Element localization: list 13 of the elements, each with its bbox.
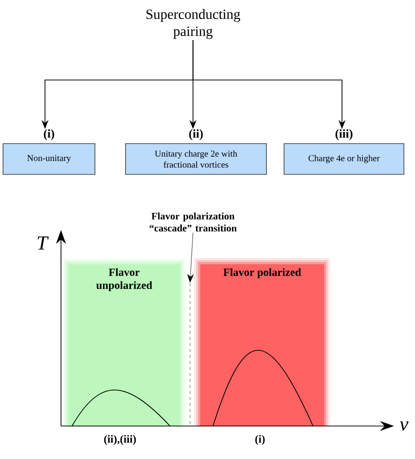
node-label: (ii): [189, 129, 203, 140]
phase-region: Flavor unpolarized: [62, 258, 186, 426]
phase-region: Flavor polarized: [194, 258, 330, 426]
title-text: Superconducting pairing: [146, 9, 240, 39]
transition-text: Flavor polarization “cascade” transition: [150, 212, 237, 232]
node-label: (i): [44, 129, 54, 140]
category-box: (ii) Unitary charge 2e with fractional vortices: [124, 129, 268, 175]
axis-label: ν: [400, 421, 408, 431]
axis-label: T: [38, 236, 49, 250]
arrow: [187, 232, 194, 282]
category-box: (i) Non-unitary: [2, 129, 96, 175]
node-label: (iii): [336, 129, 352, 140]
category-box: (iii) Charge 4e or higher: [283, 129, 405, 175]
